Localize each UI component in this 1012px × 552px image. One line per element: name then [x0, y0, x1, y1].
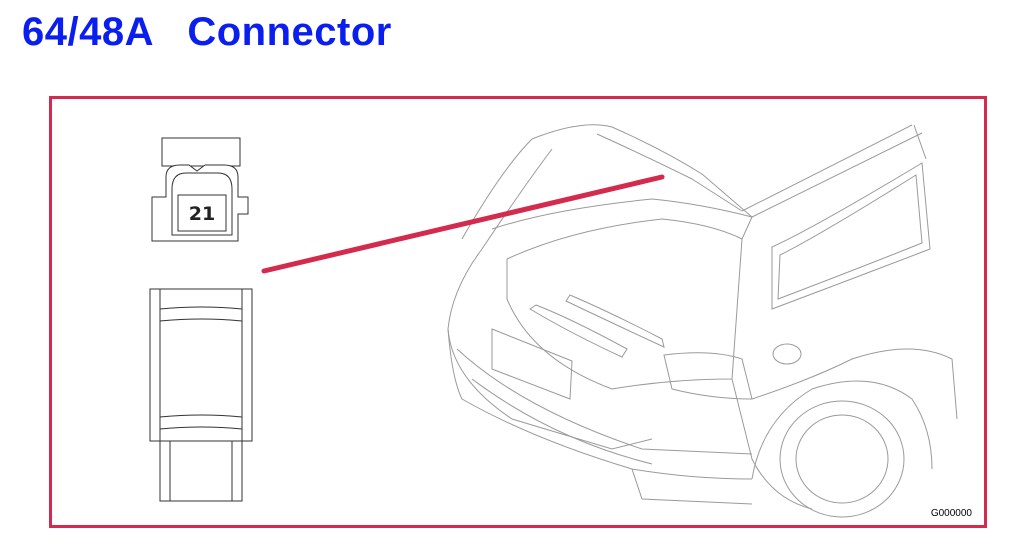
diagram-frame: 21: [49, 96, 987, 528]
car-rear-illustration: [447, 124, 958, 518]
connector-code: 64/48A: [22, 10, 153, 54]
page-title: 64/48A Connector: [22, 10, 392, 55]
diagram-canvas: 21: [149, 124, 958, 518]
connector-label: Connector: [187, 10, 392, 54]
pointer-line: [261, 174, 665, 274]
connector-side-view: [149, 288, 253, 502]
reference-code: G000000: [930, 508, 972, 519]
connector-face-view: 21: [151, 137, 249, 242]
connector-pin-label: 21: [189, 203, 215, 225]
